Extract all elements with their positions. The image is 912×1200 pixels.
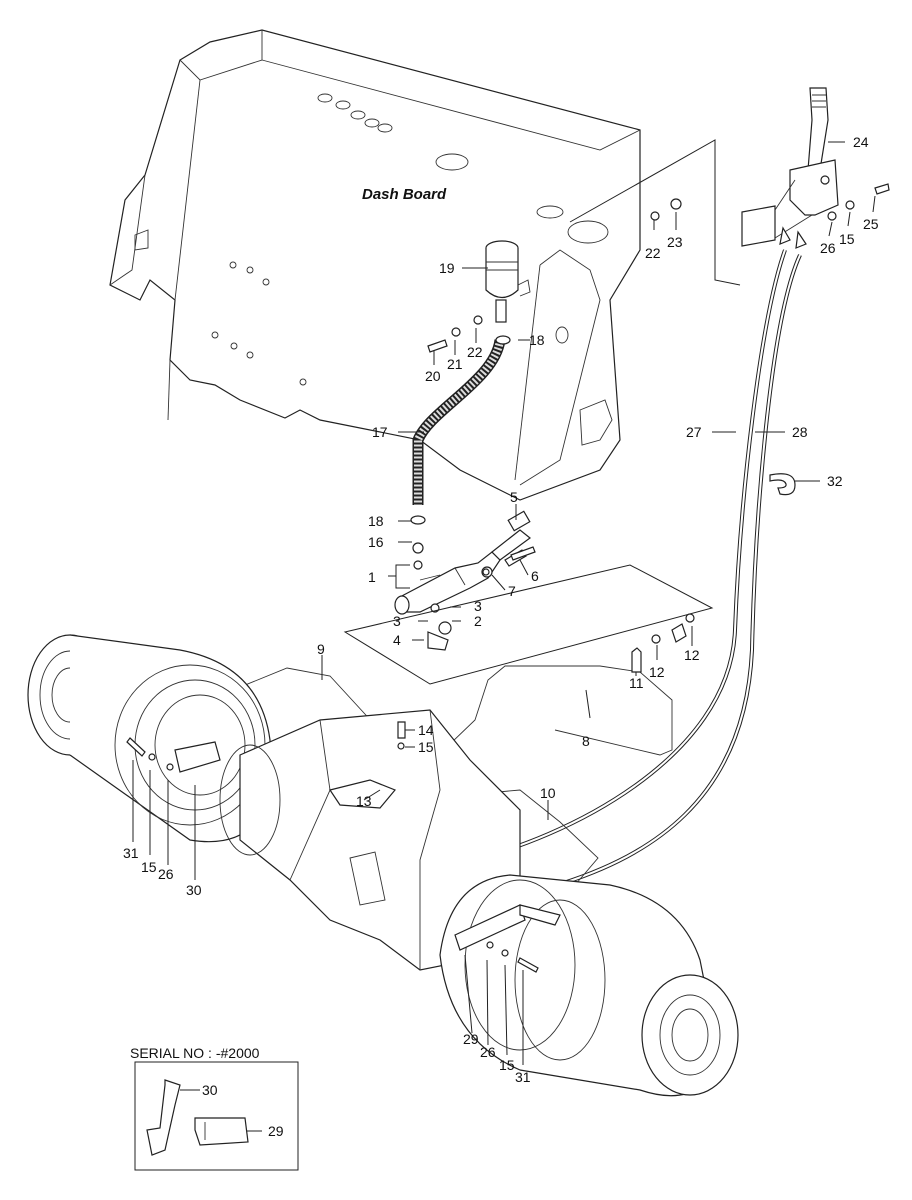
callout-31a: 31: [123, 845, 139, 861]
callout-26c: 26: [480, 1044, 496, 1060]
fasteners: [126, 183, 890, 973]
right-wheel-hub: [439, 874, 739, 1097]
master-cylinder-frame: [343, 564, 714, 685]
callout-5: 5: [510, 489, 518, 505]
callout-22a: 22: [467, 344, 483, 360]
brake-fluid-reservoir: [485, 240, 531, 323]
callout-15d: 15: [499, 1057, 515, 1073]
callout-30a: 30: [186, 882, 202, 898]
callout-15a: 15: [418, 739, 434, 755]
callout-3a: 3: [474, 598, 482, 614]
callout-26a: 26: [820, 240, 836, 256]
serial-number-label: SERIAL NO : -#2000: [130, 1045, 260, 1061]
callout-12b: 12: [684, 647, 700, 663]
parking-brake-lever: [741, 87, 839, 249]
callout-1: 1: [368, 569, 376, 585]
callout-21: 21: [447, 356, 463, 372]
callout-30b: 30: [202, 1082, 218, 1098]
callout-18b: 18: [368, 513, 384, 529]
callout-14: 14: [418, 722, 434, 738]
callout-3b: 3: [393, 613, 401, 629]
dash-to-pedal-frame: [569, 139, 741, 286]
callout-32: 32: [827, 473, 843, 489]
callout-6: 6: [531, 568, 539, 584]
callout-22b: 22: [645, 245, 661, 261]
cable-clip: [769, 473, 796, 496]
callout-4: 4: [393, 632, 401, 648]
dash-board-label: Dash Board: [362, 186, 447, 203]
axle-housing: [219, 709, 521, 971]
callout-17: 17: [372, 424, 388, 440]
callout-31b: 31: [515, 1069, 531, 1085]
dash-board-panel: [109, 29, 641, 501]
callout-2: 2: [474, 613, 482, 629]
callout-18a: 18: [529, 332, 545, 348]
callout-20: 20: [425, 368, 441, 384]
callout-11: 11: [629, 675, 644, 691]
brake-master-cylinder: [394, 510, 531, 651]
leader-lines: [132, 141, 876, 1132]
callout-26b: 26: [158, 866, 174, 882]
serial-inset-box: [134, 1061, 299, 1171]
callout-19: 19: [439, 260, 455, 276]
callout-16: 16: [368, 534, 384, 550]
callout-13: 13: [356, 793, 372, 809]
callout-15c: 15: [141, 859, 157, 875]
callout-12a: 12: [649, 664, 665, 680]
callout-29b: 29: [268, 1123, 284, 1139]
callout-7: 7: [508, 583, 516, 599]
reservoir-hose: [410, 335, 511, 525]
callout-23: 23: [667, 234, 683, 250]
callout-8: 8: [582, 733, 590, 749]
callout-25: 25: [863, 216, 879, 232]
callout-29a: 29: [463, 1031, 479, 1047]
callout-10: 10: [540, 785, 556, 801]
part-callouts: 1 2 3 3 4 5 6 7 8 9 10 11 12 12 13 14 15…: [123, 134, 879, 1139]
callout-27: 27: [686, 424, 702, 440]
callout-24: 24: [853, 134, 869, 150]
left-wheel-hub: [27, 634, 271, 843]
callout-28: 28: [792, 424, 808, 440]
callout-15b: 15: [839, 231, 855, 247]
callout-9: 9: [317, 641, 325, 657]
